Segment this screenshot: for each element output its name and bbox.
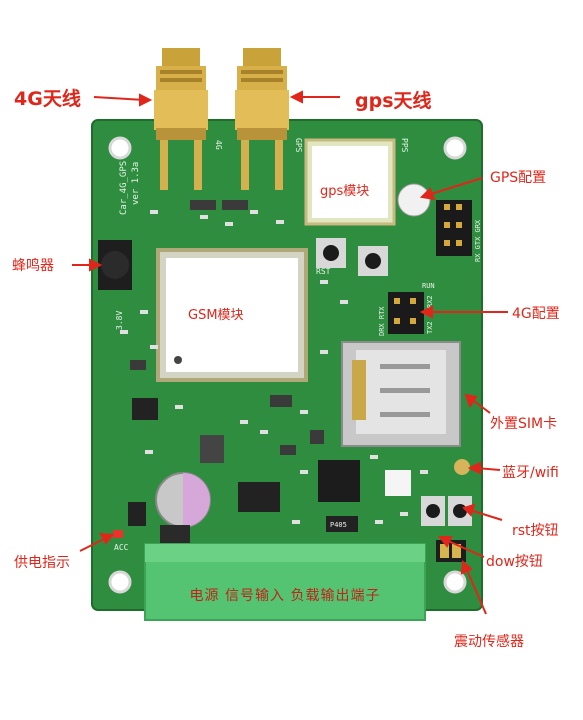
silk-cfg-pins: DRX RTX [378, 306, 386, 336]
buttons [316, 238, 472, 526]
label-4g-config: 4G配置 [512, 306, 560, 322]
silk-acc: ACC [114, 543, 129, 552]
gps-module-label: gps模块 [320, 184, 370, 199]
label-gps-config: GPS配置 [490, 170, 547, 186]
label-power-indicator: 供电指示 [14, 555, 70, 571]
callout-arrows [72, 90, 508, 615]
sma-connector-4g [154, 48, 208, 190]
silk-pps: PPS [400, 138, 409, 153]
silk-gps-pins: RX GTX GRX [474, 219, 482, 262]
silk-rx2: RX2 [426, 295, 434, 308]
label-gps-antenna: gps天线 [355, 90, 432, 112]
silk-version: ver 1.3a [131, 162, 141, 205]
label-buzzer: 蜂鸣器 [12, 258, 54, 274]
label-dow-button: dow按钮 [486, 554, 543, 570]
mounting-holes [108, 136, 467, 594]
silk-chip: P405 [330, 521, 347, 529]
label-bluetooth-wifi: 蓝牙/wifi [502, 465, 559, 481]
sma-connector-gps [235, 48, 289, 190]
terminal-block-label: 电源 信号输入 负载输出端子 [189, 588, 381, 604]
label-sim-card: 外置SIM卡 [490, 416, 558, 432]
label-rst-button: rst按钮 [512, 523, 559, 539]
silk-tx2: TX2 [426, 321, 434, 334]
silk-38v: 3.8V [115, 311, 124, 330]
silk-run: RUN [422, 282, 435, 290]
silk-rst: RST [316, 267, 331, 276]
silk-4g: 4G [214, 140, 223, 150]
silk-board-name: Car_4G_GPS [119, 161, 129, 215]
label-4g-antenna: 4G天线 [14, 88, 81, 110]
silk-gps: GPS [294, 138, 303, 153]
gsm-module-label: GSM模块 [188, 308, 244, 323]
label-vibration-sensor: 震动传感器 [454, 634, 524, 650]
